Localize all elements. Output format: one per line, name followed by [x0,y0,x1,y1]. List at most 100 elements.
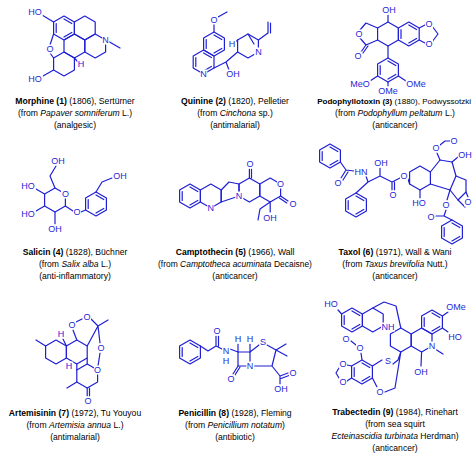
atom-label: OMe [406,80,427,89]
atom-label: NH [381,323,395,332]
caption-text: (from [197,108,217,118]
caption-line: Artemisinin (7)(1972), Tu Youyou [9,408,141,419]
caption-line: (anticancer) [212,271,257,282]
atom-label: O [356,344,364,353]
atom-label: OH [226,70,241,79]
caption-text: (from [39,259,59,269]
atom-label: O [210,16,218,25]
atom-label: H [65,362,73,371]
atom-label: O [84,397,92,406]
atom-label: O [425,40,433,49]
caption-text: Podophyllotoxin (3) [317,97,392,106]
caption-text: Salix alba [61,259,98,269]
caption-text: Trabectedin (9) [332,407,393,417]
caption-text: L.) [101,259,111,269]
caption-text: (from [342,259,362,269]
atom-label: OH [274,385,289,394]
caption-text: (from [335,108,355,118]
caption-text: ) [282,420,285,430]
podophyllotoxin-structure [360,15,438,86]
atom-label: O [376,388,384,397]
caption-line: (antibiotic) [215,432,255,443]
atom-label: HO [28,75,43,84]
atom-label: H [234,335,242,344]
atom-label: N [222,347,230,356]
atom-label: OH [374,159,389,168]
caption-text: (anticancer) [212,271,257,281]
caption-text: Artemisia annua [49,420,111,430]
caption-line: (fromCamptotheca acuminataDecaisne) [158,259,312,270]
caption-line: Trabectedin (9)(1984), Rinehart [332,407,458,418]
atom-label: O [442,201,450,210]
caption-line: (antimalarial) [210,120,260,131]
caption-text: Ecteinascidia turbinata [331,431,417,441]
caption-line: (fromPodophyllum peltatumL.) [335,108,455,119]
atom-label: O [450,137,458,146]
atom-label: O [46,45,54,54]
atom-label: O [94,366,102,375]
atom-label: O [334,179,342,188]
atom-label: HO [324,300,339,309]
atom-label: O [400,172,408,181]
caption-text: (1984), Rinehart [396,407,458,417]
atom-label: OH [113,172,128,181]
taxol-structure [320,141,468,244]
caption-text: (1806), Sertürner [69,96,134,106]
atom-label: O [97,344,105,353]
caption-text: (anti-inflammatory) [39,271,111,281]
caption-text: Morphine (1) [15,96,67,106]
atom-label: N [255,48,263,57]
caption-text: Penicillium notatum [208,420,283,430]
caption-text: Herdman) [420,431,458,441]
caption-text: Taxus brevifolia [365,259,424,269]
atom-label: O [355,30,363,39]
atom-label: O [425,20,433,29]
caption-text: Quinine (2) [181,96,226,106]
atom-label: O [61,190,69,199]
atom-label: S [384,357,391,366]
morphine-structure [42,15,120,76]
atom-label: N [200,70,208,79]
atom-label: HO [28,8,43,17]
atom-label: HN [354,168,368,177]
caption-text: Salicin (4) [23,247,64,257]
caption-text: Artemisinin (7) [9,408,69,418]
caption-text: Camptotheca acuminata [180,259,271,269]
atom-label: HO [21,210,36,219]
atom-label: O [339,378,347,387]
atom-label: O [277,180,285,189]
atom-label: H [77,60,85,69]
atom-label: S [259,338,266,347]
caption-text: (from sea squirt [365,419,425,429]
caption-text: L.) [113,420,123,430]
caption-line: (anticancer) [372,271,417,282]
caption-text: (from [18,108,38,118]
caption-text: L.) [122,108,132,118]
caption-text: Penicillin (8) [178,408,229,418]
caption-text: Decaisne) [274,259,312,269]
atom-label: OH [458,151,473,160]
atom-label: O [83,313,91,322]
atom-label: OMe [446,303,467,312]
caption-line: (anti-inflammatory) [39,271,111,282]
salicin-structure [36,166,112,224]
atom-label: O [289,369,297,378]
caption-text: (1966), Wall [248,247,294,257]
atom-label: N [428,342,436,351]
caption-text: Taxol (6) [339,247,374,257]
caption-text: Cinchona [220,108,256,118]
caption-line: (fromArtemisia annuaL.) [26,420,123,431]
atom-label: OH [263,214,278,223]
atom-label: O [389,191,397,200]
atom-label: H [57,330,65,339]
caption-line: (from sea squirt [365,419,425,430]
caption-line: (antimalarial) [50,432,100,443]
caption-text: (analgesic) [54,120,96,130]
atom-label: H [222,357,230,366]
caption-line: Morphine (1)(1806), Sertürner [15,96,134,107]
atom-label: H [246,335,254,344]
atom-label: O [227,375,235,384]
atom-label: O [427,213,435,222]
atom-label: N [207,204,215,213]
